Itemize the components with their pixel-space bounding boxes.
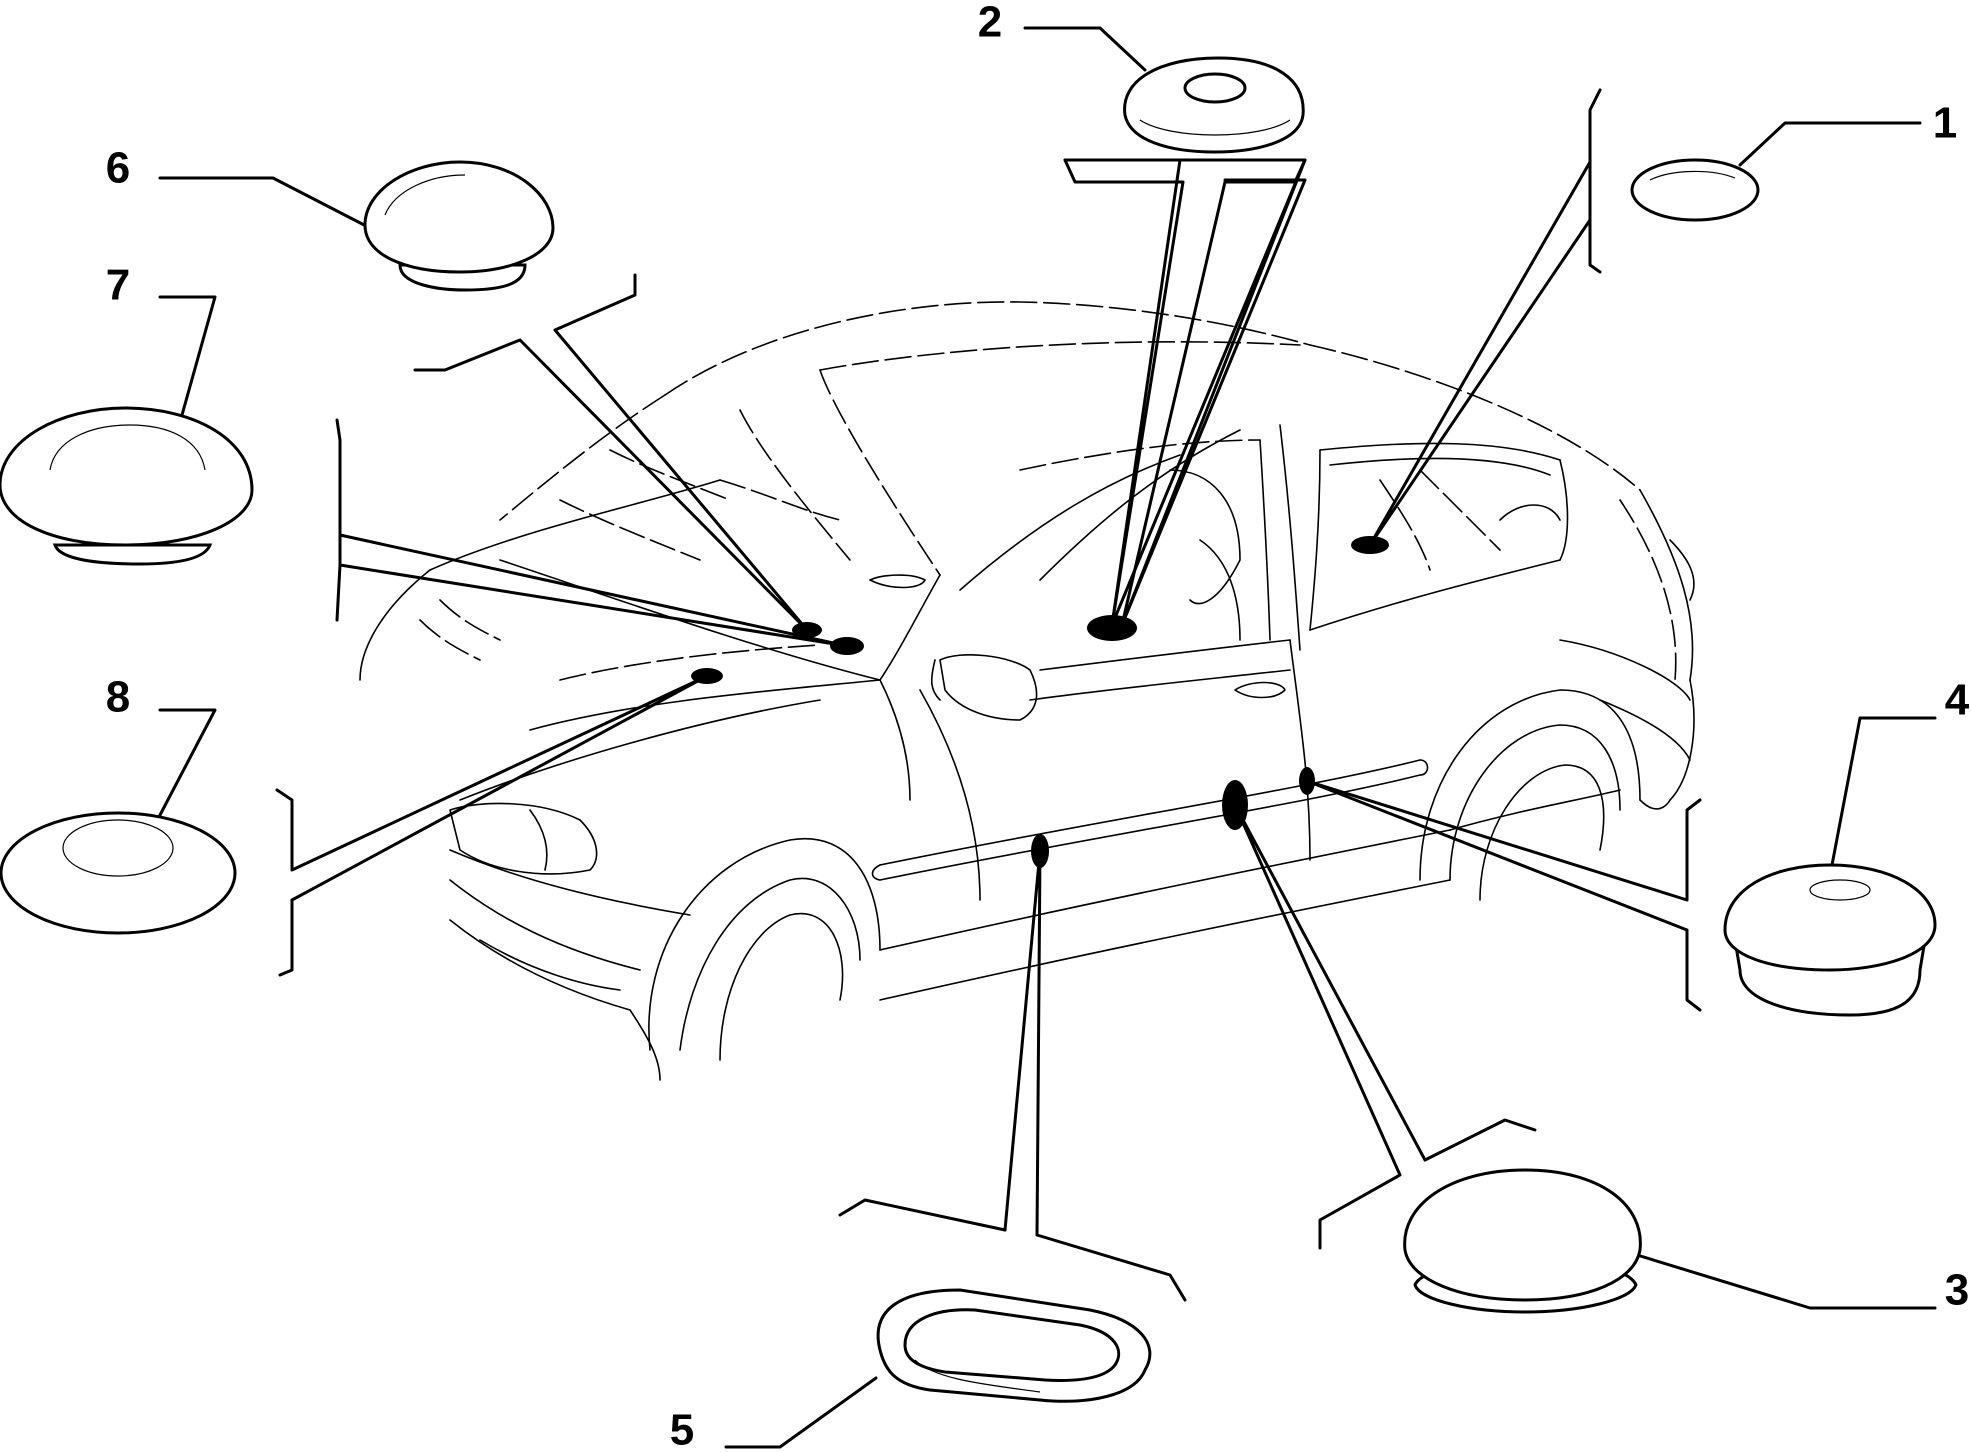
part-4	[1723, 863, 1937, 1017]
part-7	[0, 406, 254, 566]
plug-locations	[691, 536, 1389, 868]
part-3	[1403, 1168, 1642, 1314]
part-5	[876, 1288, 1152, 1403]
callout-number-8: 8	[106, 673, 130, 722]
callout-number-2: 2	[978, 0, 1002, 47]
callout-number-3: 3	[1945, 1266, 1969, 1315]
part-8	[0, 811, 237, 935]
part-1	[1630, 158, 1760, 222]
callout-numbers: 1 2 3 4 5 6 7 8	[106, 0, 1970, 1452]
part-6	[363, 160, 555, 292]
callout-number-7: 7	[106, 261, 130, 310]
callout-number-5: 5	[670, 1406, 694, 1452]
part-2	[1123, 56, 1305, 154]
callout-number-4: 4	[1945, 676, 1970, 725]
callout-number-1: 1	[1933, 99, 1957, 148]
leader-lines	[275, 88, 1702, 1302]
callout-number-6: 6	[106, 144, 130, 193]
car-illustration	[359, 301, 1695, 1081]
callout-leaders	[158, 26, 1937, 1449]
